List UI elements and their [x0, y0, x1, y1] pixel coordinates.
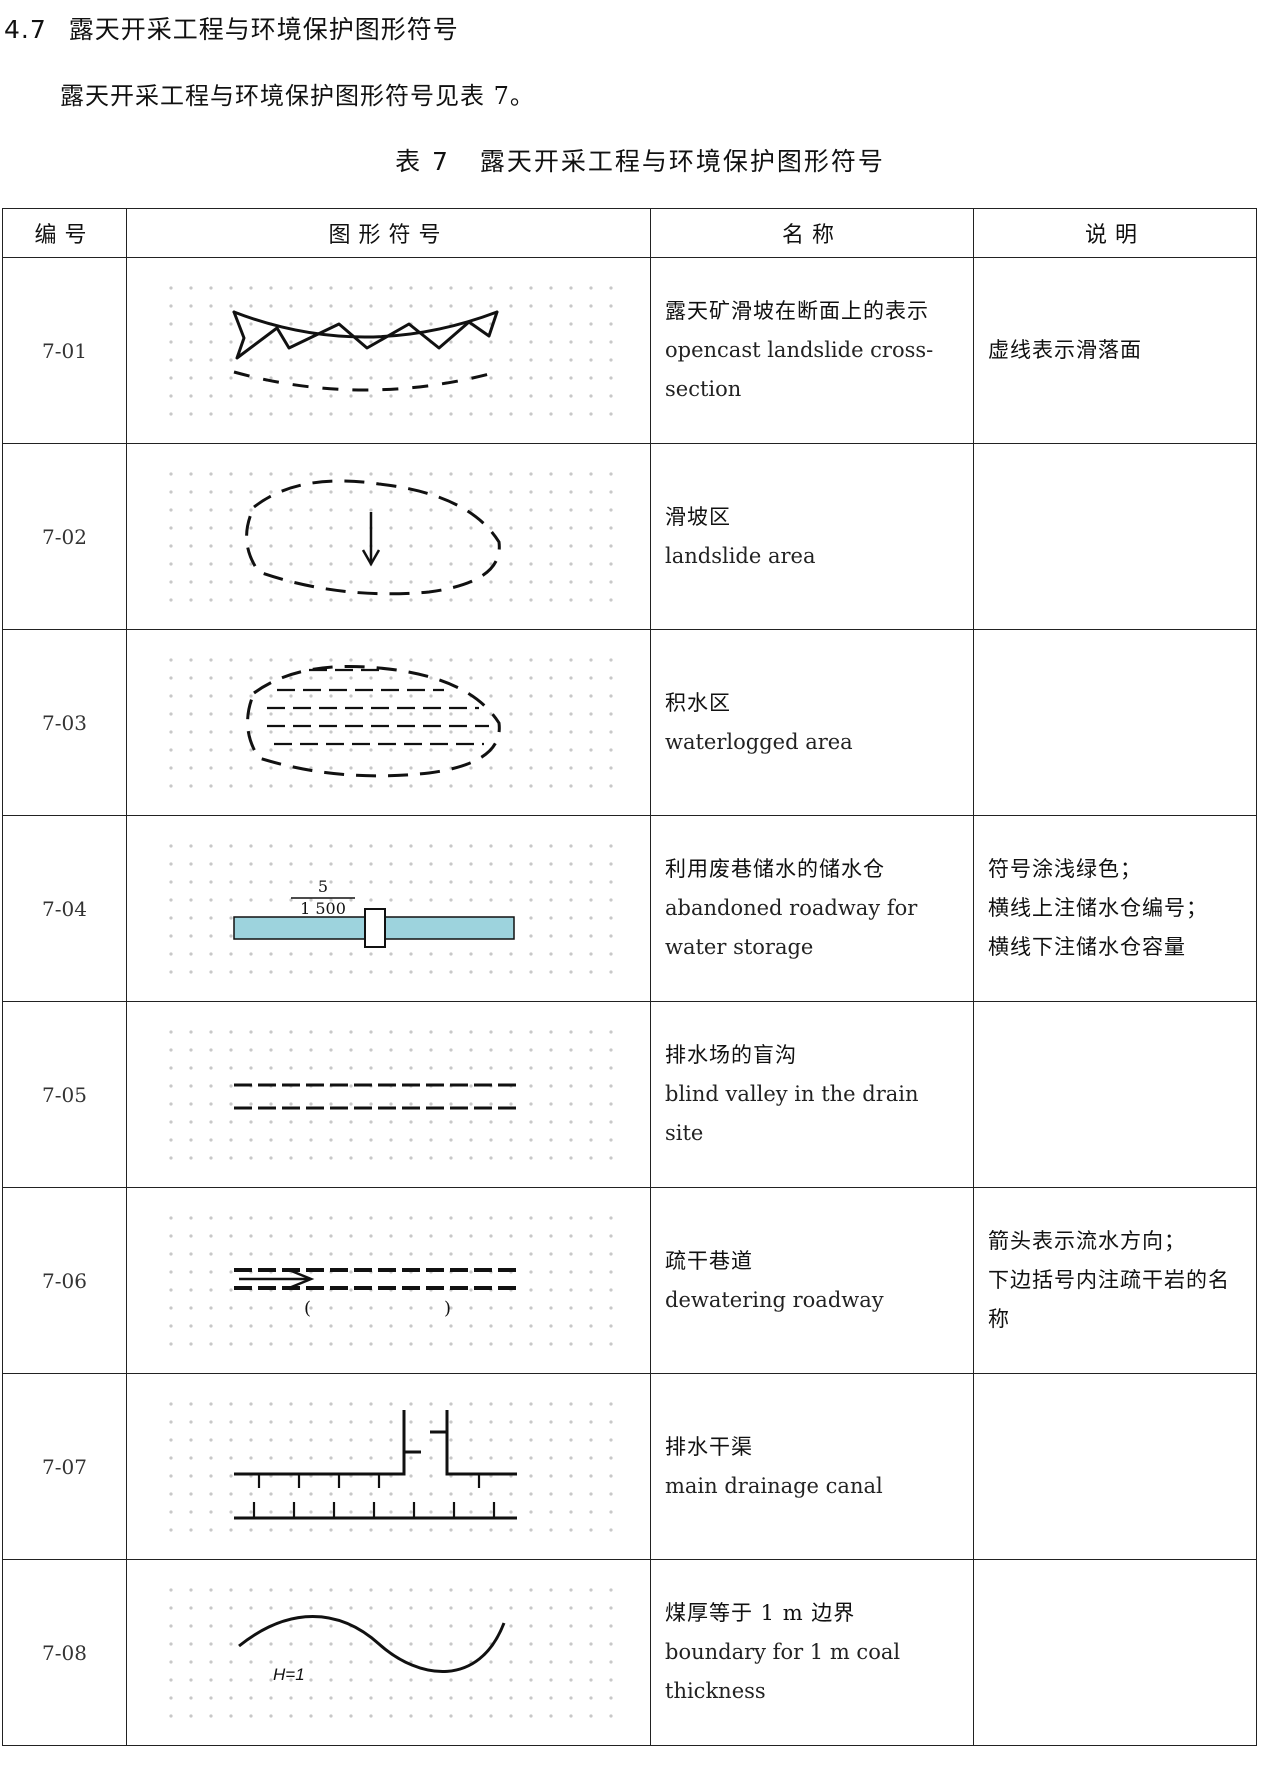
row-code: 7-02: [2, 443, 127, 630]
row-note: 虚线表示滑落面: [973, 257, 1257, 444]
row-name: 利用废巷储水的储水仓 abandoned roadway for water s…: [650, 815, 974, 1002]
header-code: 编号: [2, 208, 127, 258]
row-note: [973, 1373, 1257, 1560]
dot-grid: [168, 285, 613, 416]
name-zh: 排水场的盲沟: [665, 1043, 797, 1067]
waterlogged-area-icon: [168, 657, 613, 788]
landslide-area-icon: [168, 471, 613, 602]
row-note: 符号涂浅绿色； 横线上注储水仓编号； 横线下注储水仓容量: [973, 815, 1257, 1002]
symbol-cell: H=1: [126, 1559, 651, 1746]
name-en: abandoned roadway for water storage: [665, 896, 918, 959]
header-name: 名称: [650, 208, 974, 258]
symbol-cell: [126, 1001, 651, 1188]
dewatering-roadway-icon: ( ): [168, 1215, 613, 1346]
row-name: 积水区 waterlogged area: [650, 629, 974, 816]
name-en: dewatering roadway: [665, 1287, 884, 1312]
row-code: 7-01: [2, 257, 127, 444]
name-zh: 疏干巷道: [665, 1248, 753, 1273]
header-note: 说明: [973, 208, 1257, 258]
table-row: 7-08 H=1 煤厚等于 1 m 边界 boundary for 1 m co…: [2, 1559, 1257, 1746]
name-en: blind valley in the drain site: [665, 1082, 919, 1145]
symbol-cell: [126, 443, 651, 630]
dot-grid: [168, 1215, 613, 1346]
note-line: 横线下注储水仓容量: [988, 935, 1186, 959]
name-zh: 露天矿滑坡在断面上的表示: [665, 299, 929, 323]
table-row: 7-04 5 1 500 利用废巷储水的储水仓 abandoned roadwa…: [2, 815, 1257, 1002]
symbol-cell: [126, 257, 651, 444]
row-code: 7-05: [2, 1001, 127, 1188]
dot-grid: [168, 1587, 613, 1718]
row-note: [973, 1001, 1257, 1188]
header-symbol: 图形符号: [126, 208, 651, 258]
row-code: 7-07: [2, 1373, 127, 1560]
table-row: 7-07: [2, 1373, 1257, 1560]
table-row: 7-06 ( ): [2, 1187, 1257, 1374]
row-code: 7-08: [2, 1559, 127, 1746]
dot-grid: [168, 471, 613, 602]
row-name: 煤厚等于 1 m 边界 boundary for 1 m coal thickn…: [650, 1559, 974, 1746]
dot-grid: [168, 657, 613, 788]
table-row: 7-01 露天矿滑坡在断面上的表示 opencast landslide cro…: [2, 257, 1257, 444]
table-caption: 表 7 露天开采工程与环境保护图形符号: [0, 142, 1280, 178]
dot-grid: [168, 1401, 613, 1532]
row-name: 滑坡区 landslide area: [650, 443, 974, 630]
name-en: main drainage canal: [665, 1473, 883, 1498]
name-zh: 排水干渠: [665, 1434, 753, 1459]
symbol-cell: 5 1 500: [126, 815, 651, 1002]
note-line: 符号涂浅绿色；: [988, 857, 1142, 881]
name-en: landslide area: [665, 543, 816, 568]
paren-open: (: [304, 1298, 311, 1319]
landslide-cross-section-icon: [168, 285, 613, 416]
row-note: [973, 1559, 1257, 1746]
coal-thickness-boundary-icon: H=1: [168, 1587, 613, 1718]
row-code: 7-04: [2, 815, 127, 1002]
main-drainage-canal-icon: [168, 1401, 613, 1532]
row-note: [973, 629, 1257, 816]
storage-capacity-label: 1 500: [300, 899, 346, 918]
note-line: 横线上注储水仓编号；: [988, 896, 1208, 920]
water-storage-roadway-icon: 5 1 500: [168, 843, 613, 974]
symbol-cell: ( ): [126, 1187, 651, 1374]
section-title: 露天开采工程与环境保护图形符号: [68, 15, 459, 44]
table-number: 表 7: [395, 147, 450, 176]
table-header-row: 编号 图形符号 名称 说明: [2, 208, 1257, 258]
storage-number-label: 5: [317, 877, 327, 896]
section-heading: 4.7 露天开采工程与环境保护图形符号: [4, 10, 459, 46]
name-en: boundary for 1 m coal thickness: [665, 1640, 901, 1703]
symbol-cell: [126, 629, 651, 816]
name-en: waterlogged area: [665, 729, 853, 754]
coal-thickness-label: H=1: [273, 1665, 305, 1684]
row-name: 排水干渠 main drainage canal: [650, 1373, 974, 1560]
row-note: [973, 443, 1257, 630]
table-title: 露天开采工程与环境保护图形符号: [479, 147, 885, 176]
row-name: 排水场的盲沟 blind valley in the drain site: [650, 1001, 974, 1188]
name-zh: 利用废巷储水的储水仓: [665, 857, 885, 881]
table-row: 7-02 滑坡区 landslide area: [2, 443, 1257, 630]
dot-grid: [168, 843, 613, 974]
intro-paragraph: 露天开采工程与环境保护图形符号见表 7。: [60, 82, 535, 110]
paren-close: ): [444, 1298, 451, 1319]
row-name: 疏干巷道 dewatering roadway: [650, 1187, 974, 1374]
name-zh: 积水区: [665, 690, 731, 715]
dot-grid: [168, 1029, 613, 1160]
note-line: 虚线表示滑落面: [988, 338, 1142, 362]
table-row: 7-05 排水场的盲沟 blind valley in the drain si…: [2, 1001, 1257, 1188]
name-en: opencast landslide cross-section: [665, 338, 934, 401]
name-zh: 滑坡区: [665, 504, 731, 529]
symbol-table: 编号 图形符号 名称 说明 7-01: [2, 208, 1257, 1746]
section-number: 4.7: [4, 15, 47, 44]
row-name: 露天矿滑坡在断面上的表示 opencast landslide cross-se…: [650, 257, 974, 444]
note-line: 下边括号内注疏干岩的名称: [988, 1268, 1230, 1331]
name-zh: 煤厚等于 1 m 边界: [665, 1601, 856, 1625]
symbol-cell: [126, 1373, 651, 1560]
table-row: 7-03 积水区 waterlog: [2, 629, 1257, 816]
row-note: 箭头表示流水方向； 下边括号内注疏干岩的名称: [973, 1187, 1257, 1374]
row-code: 7-03: [2, 629, 127, 816]
blind-valley-icon: [168, 1029, 613, 1160]
note-line: 箭头表示流水方向；: [988, 1229, 1186, 1253]
row-code: 7-06: [2, 1187, 127, 1374]
